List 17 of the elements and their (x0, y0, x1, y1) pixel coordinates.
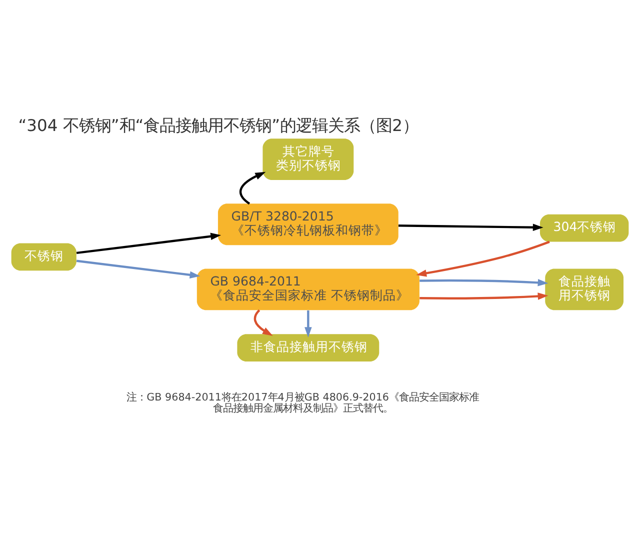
arrow (76, 260, 200, 278)
node-box: GB/T 3280-2015 《不锈钢冷轧钢板和钢带》 (218, 204, 398, 246)
node-box: GB 9684-2011 《食品安全国家标准 不锈钢制品》 (196, 268, 420, 310)
label: 注：GB 9684-2011将在2017年4月被GB 4806.9-2016《食品安全国家标准食品接触用金属材料及制品》正式替代。 (126, 391, 480, 415)
arrow (416, 240, 550, 277)
arrow (76, 232, 222, 254)
node-box: 304不锈钢 (540, 214, 629, 242)
node-box: 不锈钢 (11, 243, 76, 271)
arrow (420, 279, 548, 286)
node-box: 食品接触用不锈钢 (545, 268, 624, 310)
node-box: 非食品接触用不锈钢 (237, 334, 380, 362)
arrow (420, 292, 548, 300)
diagram-title: “304 不锈钢”和“食品接触用不锈钢”的逻辑关系（图2） (18, 116, 418, 135)
node-box: 其它牌号类别不锈钢 (262, 138, 354, 180)
arrow (304, 310, 312, 338)
arrow (240, 172, 266, 205)
arrow (398, 224, 544, 232)
